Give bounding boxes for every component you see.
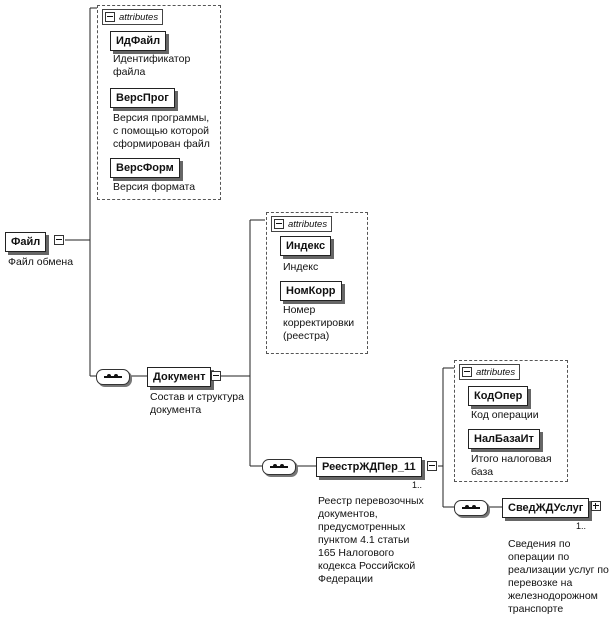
attributes-header-label: attributes bbox=[119, 11, 159, 23]
attribute-nalbazait-label: НалБазаИт bbox=[474, 433, 534, 445]
attributes-header[interactable]: attributes bbox=[271, 216, 333, 232]
attribute-nomkorr[interactable]: НомКорр bbox=[280, 281, 342, 301]
element-reestr-label: РеестрЖДПер_11 bbox=[322, 461, 416, 473]
attributes-header-label: attributes bbox=[476, 366, 516, 378]
collapse-toggle-icon[interactable] bbox=[211, 371, 221, 381]
element-fajl-label: Файл bbox=[11, 236, 41, 248]
attribute-kodoper-desc: Код операции bbox=[471, 409, 539, 421]
attribute-versform-label: ВерсФорм bbox=[116, 162, 174, 174]
element-svedzhduslug-multiplicity: 1.. bbox=[576, 521, 587, 531]
attribute-versprog-label: ВерсПрог bbox=[116, 92, 169, 104]
element-dokument-desc: Состав и структура документа bbox=[150, 391, 244, 416]
attribute-idfajl[interactable]: ИдФайл bbox=[110, 31, 167, 51]
expand-toggle-icon[interactable] bbox=[591, 501, 601, 511]
attribute-idfajl-desc: Идентификатор файла bbox=[113, 53, 191, 78]
element-fajl[interactable]: Файл bbox=[5, 232, 47, 252]
attribute-versprog-desc: Версия программы, с помощью которой сфор… bbox=[113, 112, 210, 150]
attribute-indeks[interactable]: Индекс bbox=[280, 236, 332, 256]
element-svedzhduslug[interactable]: СведЖДУслуг bbox=[502, 498, 590, 518]
element-dokument-label: Документ bbox=[153, 371, 206, 383]
attributes-header[interactable]: attributes bbox=[102, 9, 164, 25]
attributes-group-reestr: attributes bbox=[454, 360, 568, 482]
attribute-idfajl-label: ИдФайл bbox=[116, 35, 161, 47]
collapse-icon[interactable] bbox=[462, 367, 472, 377]
element-svedzhduslug-desc: Сведения по операции по реализации услуг… bbox=[508, 538, 609, 615]
sequence-icon bbox=[262, 459, 296, 475]
collapse-toggle-icon[interactable] bbox=[54, 235, 64, 245]
element-reestr-desc: Реестр перевозочных документов, предусмо… bbox=[318, 495, 424, 585]
collapse-icon[interactable] bbox=[274, 219, 284, 229]
attribute-indeks-label: Индекс bbox=[286, 240, 326, 252]
attribute-indeks-desc: Индекс bbox=[283, 261, 319, 273]
element-dokument[interactable]: Документ bbox=[147, 367, 212, 387]
attribute-kodoper-label: КодОпер bbox=[474, 390, 523, 402]
element-reestr[interactable]: РеестрЖДПер_11 bbox=[316, 457, 422, 477]
attributes-header[interactable]: attributes bbox=[459, 364, 521, 380]
sequence-icon bbox=[96, 369, 130, 385]
element-svedzhduslug-label: СведЖДУслуг bbox=[508, 502, 584, 514]
attribute-nalbazait[interactable]: НалБазаИт bbox=[468, 429, 540, 449]
collapse-icon[interactable] bbox=[105, 12, 115, 22]
attribute-versform-desc: Версия формата bbox=[113, 181, 196, 193]
attribute-nalbazait-desc: Итого налоговая база bbox=[471, 453, 552, 478]
attribute-nomkorr-label: НомКорр bbox=[286, 285, 336, 297]
attributes-header-label: attributes bbox=[288, 218, 328, 230]
sequence-icon bbox=[454, 500, 488, 516]
collapse-toggle-icon[interactable] bbox=[427, 461, 437, 471]
attribute-versform[interactable]: ВерсФорм bbox=[110, 158, 180, 178]
attribute-versprog[interactable]: ВерсПрог bbox=[110, 88, 175, 108]
element-fajl-desc: Файл обмена bbox=[8, 256, 74, 268]
attribute-nomkorr-desc: Номер корректировки (реестра) bbox=[283, 304, 355, 342]
element-reestr-multiplicity: 1.. bbox=[412, 480, 423, 490]
attribute-kodoper[interactable]: КодОпер bbox=[468, 386, 529, 406]
